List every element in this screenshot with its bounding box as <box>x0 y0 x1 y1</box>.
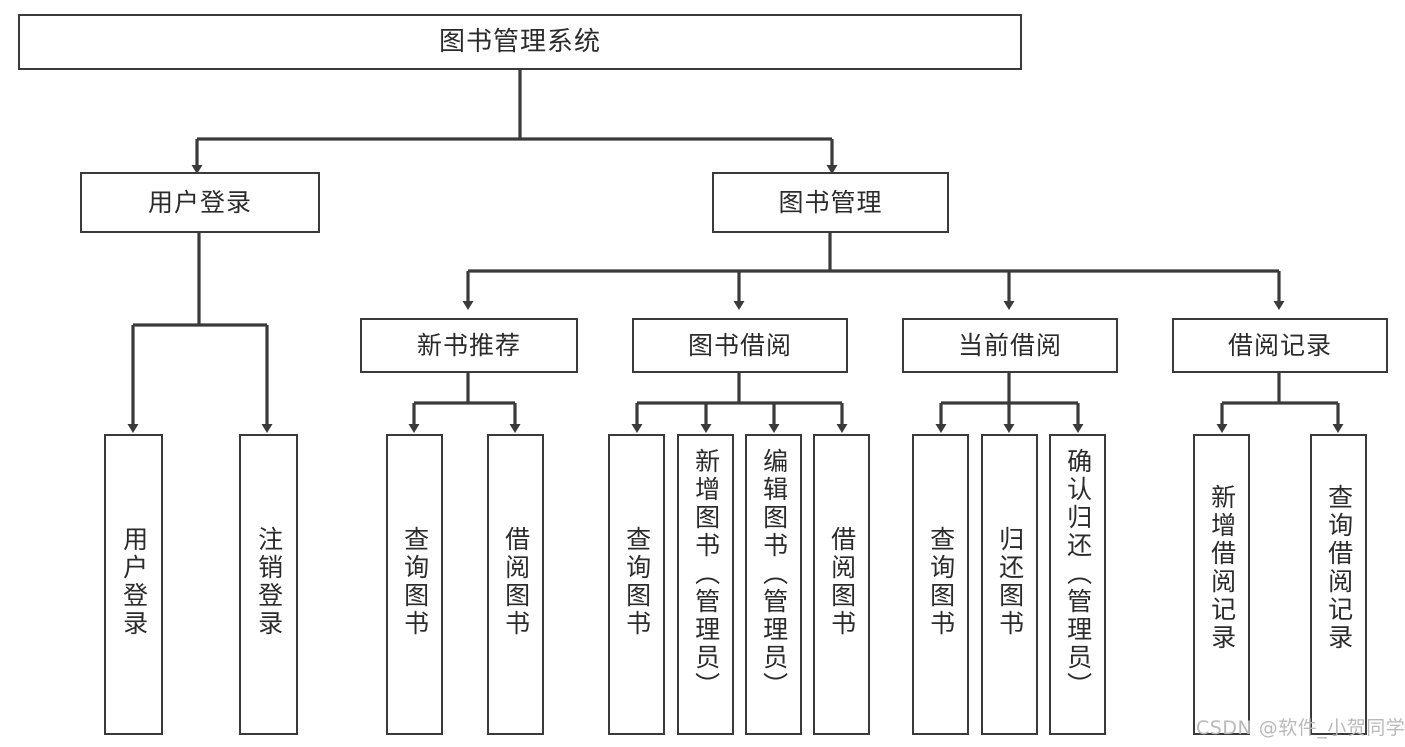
node-leaf-logout-login-label: 注销登录 <box>254 526 284 638</box>
node-leaf-user-login-label: 用户登录 <box>119 526 149 638</box>
node-leaf-logout-login[interactable]: 注销登录 <box>239 434 298 735</box>
node-leaf-return-book-label: 归还图书 <box>995 526 1025 638</box>
node-leaf-add-record-label: 新增借阅记录 <box>1207 484 1237 652</box>
node-new-book-recommend-label: 新书推荐 <box>416 330 521 360</box>
node-leaf-borrow-book-2-label: 借阅图书 <box>827 526 857 638</box>
node-new-book-recommend[interactable]: 新书推荐 <box>360 318 578 373</box>
node-borrow-record-label: 借阅记录 <box>1227 330 1332 360</box>
node-leaf-edit-book-label: 编辑图书（管理员） <box>759 448 789 700</box>
node-user-login[interactable]: 用户登录 <box>80 172 320 233</box>
node-leaf-query-book-2-label: 查询图书 <box>622 526 652 638</box>
node-leaf-confirm-return-label: 确认归还（管理员） <box>1063 448 1093 700</box>
node-book-management-label: 图书管理 <box>778 187 883 217</box>
node-current-borrow-label: 当前借阅 <box>957 330 1062 360</box>
node-leaf-query-book-3-label: 查询图书 <box>926 526 956 638</box>
node-leaf-query-record-label: 查询借阅记录 <box>1324 484 1354 652</box>
node-leaf-confirm-return[interactable]: 确认归还（管理员） <box>1049 434 1106 735</box>
node-borrow-record[interactable]: 借阅记录 <box>1172 318 1388 373</box>
node-leaf-query-book-1-label: 查询图书 <box>400 526 430 638</box>
node-leaf-query-record[interactable]: 查询借阅记录 <box>1310 434 1367 735</box>
node-root-label: 图书管理系统 <box>438 26 601 57</box>
node-book-borrow[interactable]: 图书借阅 <box>632 318 848 373</box>
node-user-login-label: 用户登录 <box>147 187 252 217</box>
node-current-borrow[interactable]: 当前借阅 <box>902 318 1118 373</box>
node-leaf-borrow-book-1-label: 借阅图书 <box>501 526 531 638</box>
node-root[interactable]: 图书管理系统 <box>18 14 1022 70</box>
node-leaf-borrow-book-2[interactable]: 借阅图书 <box>813 434 870 735</box>
node-leaf-add-book-label: 新增图书（管理员） <box>691 448 721 700</box>
node-leaf-add-record[interactable]: 新增借阅记录 <box>1193 434 1250 735</box>
csdn-watermark: CSDN @软件_小贺同学 <box>1196 717 1405 739</box>
node-leaf-return-book[interactable]: 归还图书 <box>981 434 1038 735</box>
node-leaf-query-book-1[interactable]: 查询图书 <box>386 434 443 735</box>
node-leaf-query-book-2[interactable]: 查询图书 <box>608 434 665 735</box>
node-book-borrow-label: 图书借阅 <box>687 330 792 360</box>
node-leaf-query-book-3[interactable]: 查询图书 <box>912 434 969 735</box>
node-leaf-add-book[interactable]: 新增图书（管理员） <box>677 434 734 735</box>
node-leaf-user-login[interactable]: 用户登录 <box>104 434 163 735</box>
node-leaf-borrow-book-1[interactable]: 借阅图书 <box>487 434 544 735</box>
node-book-management[interactable]: 图书管理 <box>712 172 949 233</box>
node-leaf-edit-book[interactable]: 编辑图书（管理员） <box>745 434 802 735</box>
